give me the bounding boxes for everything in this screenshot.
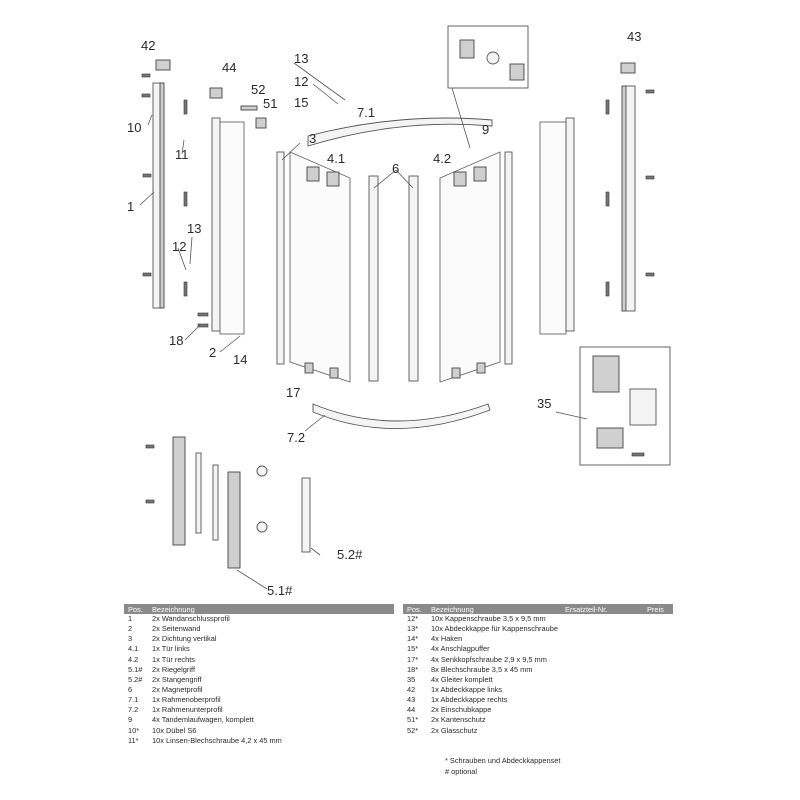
- callout-3: 3: [309, 131, 316, 146]
- table-header-left: Pos. Bezeichnung: [124, 604, 394, 614]
- callout-51: 51: [263, 96, 277, 111]
- frame-top-profile: [307, 117, 493, 147]
- header-description: Bezeichnung: [431, 605, 474, 614]
- table-row: 12*10x Kappenschraube 3,5 x 9,5 mm: [407, 614, 546, 623]
- side-wall-right: [539, 117, 575, 335]
- leader-lines: [139, 62, 588, 590]
- table-row: 10*10x Dübel S6: [128, 725, 197, 735]
- header-price: Preis: [647, 605, 664, 614]
- callout-12-top: 12: [294, 74, 308, 89]
- seal-vertical-right: [504, 151, 513, 365]
- note-optional: # optional: [445, 767, 478, 776]
- callout-5-1: 5.1#: [267, 583, 293, 598]
- magnet-profile-right: [408, 175, 419, 382]
- callout-18: 18: [169, 333, 183, 348]
- callout-13-mid: 13: [187, 221, 201, 236]
- header-pos: Pos.: [407, 605, 422, 614]
- callout-44: 44: [222, 60, 236, 75]
- callout-7-2: 7.2: [287, 430, 305, 445]
- table-row: 51*2x Kantenschutz: [407, 715, 486, 725]
- note-screw-set: * Schrauben und Abdeckkappenset: [445, 756, 561, 765]
- header-part-number: Ersatzteil-Nr.: [565, 605, 608, 614]
- glass-guard: [240, 105, 258, 111]
- callout-14: 14: [233, 352, 247, 367]
- header-description: Bezeichnung: [152, 605, 195, 614]
- screws-right: [605, 89, 655, 297]
- screws-left: [141, 73, 209, 328]
- detail-box-glider: [579, 346, 671, 466]
- door-right: [439, 151, 501, 383]
- callout-5-2: 5.2#: [337, 547, 363, 562]
- table-row: 18*8x Blechschraube 3,5 x 45 mm: [407, 664, 533, 674]
- magnet-profile-left: [368, 175, 379, 382]
- callout-42: 42: [141, 38, 155, 53]
- table-row: 15*4x Anschlagpuffer: [407, 644, 490, 654]
- cover-cap-left: [155, 59, 171, 71]
- handles-group: [145, 436, 311, 569]
- door-left: [289, 151, 351, 383]
- table-row: 52*2x Glasschutz: [407, 725, 478, 735]
- parts-table-right: Pos. Bezeichnung Ersatzteil-Nr. Preis 12…: [403, 604, 673, 736]
- callout-13-top: 13: [294, 51, 308, 66]
- callout-7-1: 7.1: [357, 105, 375, 120]
- exploded-view-diagram: 42 43 44 52 51 13 12 15 7.1 9 10 11 3 4.…: [127, 25, 671, 598]
- callout-10: 10: [127, 120, 141, 135]
- table-row: 13*10x Abdeckkappe für Kappenschraube: [407, 624, 558, 634]
- table-row: 11*10x Linsen-Blechschraube 4,2 x 45 mm: [128, 735, 282, 745]
- callout-2: 2: [209, 345, 216, 360]
- callout-52: 52: [251, 82, 265, 97]
- callout-35: 35: [537, 396, 551, 411]
- frame-bottom-profile: [312, 403, 491, 429]
- footnotes: * Schrauben und Abdeckkappenset # option…: [445, 755, 560, 777]
- callout-4-2: 4.2: [433, 151, 451, 166]
- table-row: 17*4x Senkkopfschraube 2,9 x 9,5 mm: [407, 654, 547, 664]
- wall-profile-left: [152, 82, 165, 309]
- callout-11: 11: [175, 147, 189, 162]
- edge-guard: [255, 117, 267, 129]
- callout-12-mid: 12: [172, 239, 186, 254]
- detail-box-carriage: [447, 25, 529, 89]
- wall-profile-right: [621, 85, 636, 312]
- seal-vertical-left: [276, 151, 285, 365]
- callout-6: 6: [392, 161, 399, 176]
- table-row: 5.2#2x Stangengriff: [128, 674, 202, 684]
- callout-1: 1: [127, 199, 134, 214]
- callout-4-1: 4.1: [327, 151, 345, 166]
- table-row: 14*4x Haken: [407, 634, 463, 644]
- insert-cap: [209, 87, 223, 99]
- table-row: 5.1#2x Riegelgriff: [128, 664, 195, 674]
- header-pos: Pos.: [128, 605, 143, 614]
- side-wall-left: [211, 117, 245, 335]
- cover-cap-right: [620, 62, 636, 74]
- callout-labels: 42 43 44 52 51 13 12 15 7.1 9 10 11 3 4.…: [127, 29, 641, 598]
- callout-43: 43: [627, 29, 641, 44]
- callout-9: 9: [482, 122, 489, 137]
- table-header-right: Pos. Bezeichnung Ersatzteil-Nr. Preis: [403, 604, 673, 614]
- callout-17: 17: [286, 385, 300, 400]
- callout-15: 15: [294, 95, 308, 110]
